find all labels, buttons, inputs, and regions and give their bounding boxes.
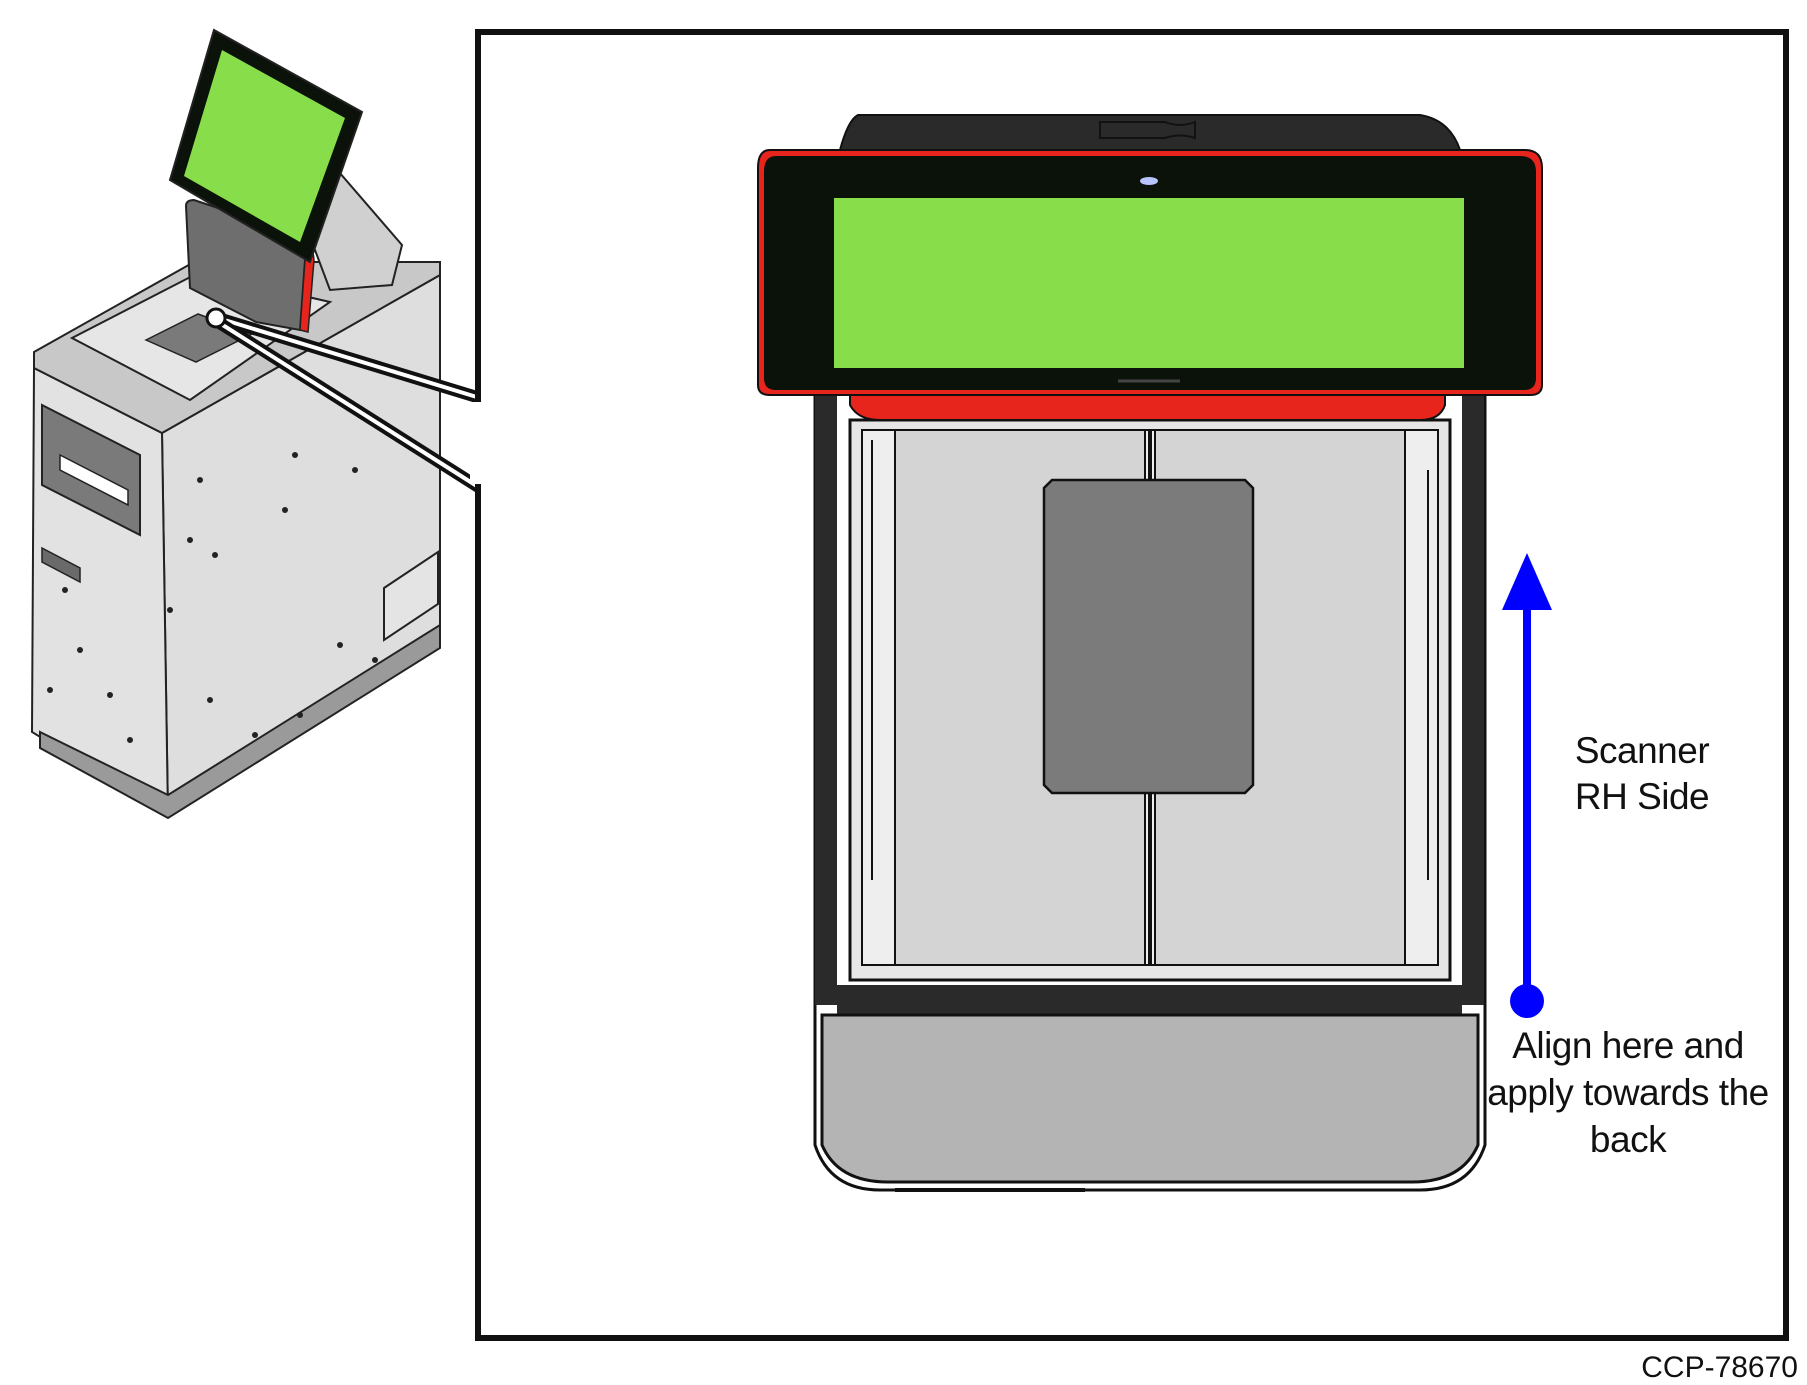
kiosk-base <box>39 623 441 820</box>
align-instruction-line2: apply towards the <box>1487 1072 1769 1113</box>
scanner-top-cap <box>838 114 1462 151</box>
kiosk-monitor-screen <box>184 50 345 242</box>
scanner-side-label-line2: RH Side <box>1575 776 1709 817</box>
scanner-top-view <box>757 114 1543 1192</box>
display-camera <box>1140 177 1158 185</box>
scanner-base <box>820 1013 1480 1184</box>
scanner-lower-band <box>837 985 1462 1015</box>
scanner-side-label-line1: Scanner <box>1575 730 1709 771</box>
kiosk-card-slot <box>41 546 81 584</box>
align-instruction-line1: Align here and <box>1512 1025 1744 1066</box>
kiosk-printer-slot <box>59 453 129 507</box>
kiosk-access-panel <box>383 550 439 642</box>
arrow-up-icon <box>1502 553 1552 610</box>
scanner-glass <box>1042 478 1255 795</box>
scanner-red-trim <box>849 394 1446 421</box>
figure-id-label: CCP-78670 <box>1641 1351 1798 1384</box>
direction-arrow <box>1502 553 1552 1018</box>
scanner-right-rail <box>1462 390 1484 1005</box>
scanner-handle-slot <box>1099 120 1196 140</box>
scanner-left-rail <box>815 390 837 1005</box>
dot-marker-icon <box>1510 984 1544 1018</box>
callout-lines <box>205 307 484 494</box>
kiosk-printer-bay <box>41 403 141 537</box>
display-screen <box>834 198 1464 368</box>
align-instruction-line3: back <box>1590 1119 1667 1160</box>
